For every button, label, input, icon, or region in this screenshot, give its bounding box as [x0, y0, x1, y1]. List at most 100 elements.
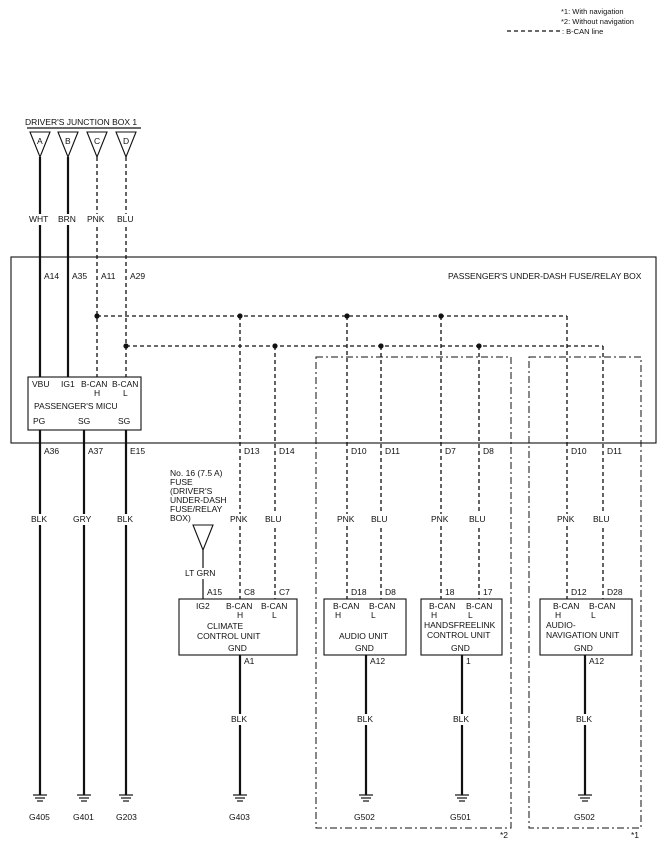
terminal-b-label: B: [65, 136, 71, 146]
terminal-c-triangle: [86, 131, 108, 159]
region-mark-2: *2: [500, 830, 508, 840]
bus-junction-dots: [94, 313, 482, 349]
ground-g501: G501: [450, 812, 471, 822]
label-bg: [28, 214, 52, 225]
hfl-blu-label: BLU: [469, 514, 486, 524]
pin-c7: C7: [279, 587, 290, 597]
climate-control-unit-box: [178, 598, 298, 656]
pin-a1: A1: [244, 656, 255, 666]
pin-d18: D18: [351, 587, 367, 597]
label-bg: [229, 714, 251, 725]
wire-color-blk: BLK: [31, 514, 47, 524]
micu-sg-label: SG: [78, 416, 90, 426]
climate-gnd-label: GND: [228, 643, 247, 653]
label-bg: [370, 514, 392, 525]
hfl-h-label: H: [431, 610, 437, 620]
pin-d11: D11: [385, 446, 400, 456]
label-bg: [355, 714, 377, 725]
audio-bcan-h-label: B-CAN: [333, 601, 359, 611]
micu-h-label: H: [94, 388, 100, 398]
pin-d28: D28: [607, 587, 623, 597]
fuse-label-1: No. 16 (7.5 A): [170, 468, 223, 478]
pin-18: 18: [445, 587, 455, 597]
hfl-l-label: L: [468, 610, 473, 620]
nav-l-label: L: [591, 610, 596, 620]
micu-l-label: L: [123, 388, 128, 398]
audio-blu-label: BLU: [371, 514, 388, 524]
hfl-gnd-color: BLK: [453, 714, 469, 724]
climate-l-label: L: [272, 610, 277, 620]
wire-color-pnk: PNK: [87, 214, 105, 224]
nav-blu-label: BLU: [593, 514, 610, 524]
fuse-relay-box-title: PASSENGER'S UNDER-DASH FUSE/RELAY BOX: [448, 271, 642, 281]
climate-name-2: CONTROL UNIT: [197, 631, 260, 641]
terminal-a-label: A: [37, 136, 43, 146]
pin-c8: C8: [244, 587, 255, 597]
pin-d10-nav: D10: [571, 446, 587, 456]
pin-d10: D10: [351, 446, 367, 456]
pin-a12: A12: [370, 656, 385, 666]
hfl-bcan-h-label: B-CAN: [429, 601, 455, 611]
climate-ig2-label: IG2: [196, 601, 210, 611]
pin-1: 1: [466, 656, 471, 666]
climate-blu-label: BLU: [265, 514, 282, 524]
pin-a12-nav: A12: [589, 656, 604, 666]
junction-dot: [123, 343, 129, 349]
nav-h-label: H: [555, 610, 561, 620]
ground-symbol-icon: [233, 794, 247, 802]
label-bg: [592, 514, 614, 525]
ground-symbol-icon: [77, 794, 91, 802]
nav-name-1: AUDIO-: [546, 620, 576, 630]
hfl-gnd-label: GND: [451, 643, 470, 653]
nav-gnd-color: BLK: [576, 714, 592, 724]
pin-a15: A15: [207, 587, 222, 597]
hfl-name-1: HANDSFREELINK: [424, 620, 496, 630]
terminal-b-triangle: [57, 131, 79, 159]
label-bg: [72, 514, 96, 525]
nav-bcan-h-label: B-CAN: [553, 601, 579, 611]
label-bg: [451, 714, 473, 725]
fuse-relay-box-outline: [10, 256, 657, 444]
label-bg: [430, 514, 454, 525]
hfl-bcan-l-label: B-CAN: [466, 601, 492, 611]
fuse-label-5: FUSE/RELAY: [170, 504, 223, 514]
audio-l-label: L: [371, 610, 376, 620]
fuse-label-4: UNDER-DASH: [170, 495, 227, 505]
climate-name-1: CLIMATE: [207, 621, 244, 631]
with-navigation-region: [528, 356, 642, 829]
climate-pnk-label: PNK: [230, 514, 248, 524]
pin-a35: A35: [72, 271, 87, 281]
pin-d14: D14: [279, 446, 295, 456]
terminal-d-label: D: [123, 136, 129, 146]
pin-a11: A11: [101, 271, 116, 281]
audio-name: AUDIO UNIT: [339, 631, 388, 641]
hfl-pnk-label: PNK: [431, 514, 449, 524]
audio-gnd-color: BLK: [357, 714, 373, 724]
ground-g405: G405: [29, 812, 50, 822]
micu-bcan-l-label: B-CAN: [112, 379, 138, 389]
pin-a37: A37: [88, 446, 103, 456]
pin-a14: A14: [44, 271, 59, 281]
legend-without-navigation: *2: Without navigation: [561, 17, 634, 26]
ground-g502-nav: G502: [574, 812, 595, 822]
label-bg: [468, 514, 490, 525]
label-bg: [184, 568, 220, 579]
wire-color-lt-grn: LT GRN: [185, 568, 215, 578]
terminal-a-triangle: [29, 131, 51, 159]
micu-ig1-label: IG1: [61, 379, 75, 389]
label-bg: [229, 514, 253, 525]
ground-symbol-icon: [33, 794, 47, 802]
region-mark-1: *1: [631, 830, 639, 840]
ground-g502: G502: [354, 812, 375, 822]
label-bg: [86, 214, 108, 225]
nav-bcan-l-label: B-CAN: [589, 601, 615, 611]
pin-e15: E15: [130, 446, 145, 456]
ground-symbol-icon: [359, 794, 373, 802]
pin-d8: D8: [483, 446, 494, 456]
micu-title: PASSENGER'S MICU: [34, 401, 118, 411]
label-bg: [264, 514, 286, 525]
label-bg: [574, 714, 596, 725]
audio-bcan-l-label: B-CAN: [369, 601, 395, 611]
nav-name-2: NAVIGATION UNIT: [546, 630, 619, 640]
